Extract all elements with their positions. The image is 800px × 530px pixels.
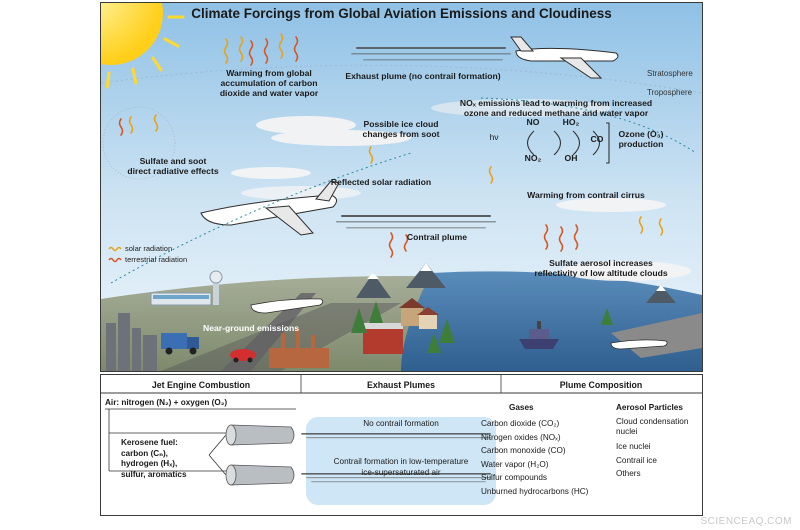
radiation-arrows	[118, 33, 664, 258]
plume-dots	[301, 433, 491, 483]
gases-header: Gases	[509, 403, 534, 412]
label-near-ground: Near-ground emissions	[203, 323, 299, 333]
airplane-upper	[510, 36, 619, 79]
diagram-title: Climate Forcings from Global Aviation Em…	[191, 6, 612, 21]
chem-hv: hν	[489, 132, 499, 142]
contrail-formation-label: Contrail formation in low-temperature ic…	[333, 457, 469, 477]
label-warming-global: Warming from global accumulation of carb…	[219, 68, 319, 98]
label-sulfate-aerosol: Sulfate aerosol increases reflectivity o…	[534, 258, 668, 278]
gas-item: Unburned hydrocarbons (HC)	[481, 486, 589, 496]
car-icon	[230, 349, 256, 363]
legend-solar: solar radiation	[125, 244, 173, 253]
label-ozone: Ozone (O₃) production	[618, 129, 664, 149]
label-contrail-plume: Contrail plume	[406, 232, 468, 242]
aerosol-list: Cloud condensation nuclei Ice nuclei Con…	[616, 417, 689, 478]
chem-co: CO	[590, 134, 604, 144]
upper-exhaust-plume	[351, 47, 511, 61]
label-stratosphere: Stratosphere	[647, 69, 693, 78]
air-composition: Air: nitrogen (N₂) + oxygen (O₂)	[105, 398, 228, 407]
bottom-illustration	[101, 375, 702, 505]
clouds	[231, 99, 691, 281]
legend: solar radiation terrestrial radiation	[125, 243, 187, 265]
label-reflected-solar: Reflected solar radiation	[330, 177, 432, 187]
gases-list: Carbon dioxide (CO₂) Nitrogen oxides (NO…	[481, 417, 588, 498]
gas-item: Sulfur compounds	[481, 473, 547, 482]
jet-engine-upper	[225, 424, 295, 446]
label-contrail-cirrus: Warming from contrail cirrus	[527, 190, 645, 200]
gas-item: Water vapor (H₂O)	[481, 459, 549, 469]
label-exhaust-plume: Exhaust plume (no contrail formation)	[345, 71, 501, 81]
airplane-lower	[200, 180, 340, 236]
aerosol-header: Aerosol Particles	[616, 403, 683, 412]
header-plume-composition: Plume Composition	[559, 380, 643, 390]
chem-no: NO	[526, 117, 540, 127]
ship-icon	[519, 321, 559, 349]
sun-icon	[101, 3, 185, 89]
jet-engine-lower	[225, 464, 295, 486]
truck-icon	[161, 333, 199, 355]
header-exhaust-plumes: Exhaust Plumes	[367, 380, 435, 390]
factory	[269, 328, 329, 368]
gas-item: Carbon monoxide (CO)	[481, 446, 566, 455]
label-nox: NOₓ emissions lead to warming from incre…	[459, 98, 653, 118]
ocean	[401, 271, 702, 371]
airport-terminal	[150, 270, 223, 306]
label-sulfate-soot: Sulfate and soot direct radiative effect…	[127, 156, 219, 176]
label-troposphere: Troposphere	[647, 88, 693, 97]
chem-ho2: HO₂	[562, 117, 580, 127]
chemistry-cycle	[526, 122, 610, 164]
city-buildings	[106, 313, 157, 371]
diagram-illustration	[101, 3, 702, 371]
mountains	[356, 263, 676, 303]
header-combustion: Jet Engine Combustion	[151, 380, 251, 390]
trees	[351, 301, 613, 353]
gas-item: Nitrogen oxides (NOₓ)	[481, 432, 561, 442]
bottom-panel: Jet Engine Combustion Exhaust Plumes Plu…	[100, 374, 703, 516]
houses	[363, 298, 439, 354]
lower-contrail-plume	[336, 215, 496, 229]
chem-oh: OH	[564, 153, 578, 163]
dotted-paths	[110, 97, 697, 284]
no-contrail-label: No contrail formation	[363, 419, 439, 428]
watermark: SCIENCEAQ.COM	[700, 516, 792, 527]
kerosene-fuel: Kerosene fuel: carbon (Cₙ), hydrogen (Hₓ…	[121, 438, 187, 479]
plume-background	[306, 417, 496, 505]
airplane-right	[610, 339, 668, 350]
legend-terrestrial: terrestrial radiation	[125, 255, 188, 264]
label-ice-cloud: Possible ice cloud changes from soot	[362, 119, 440, 139]
diagram-main-panel: Climate Forcings from Global Aviation Em…	[100, 2, 703, 372]
airplane-ground	[250, 298, 324, 314]
chem-no2: NO₂	[524, 153, 542, 163]
gas-item: Carbon dioxide (CO₂)	[481, 419, 560, 428]
